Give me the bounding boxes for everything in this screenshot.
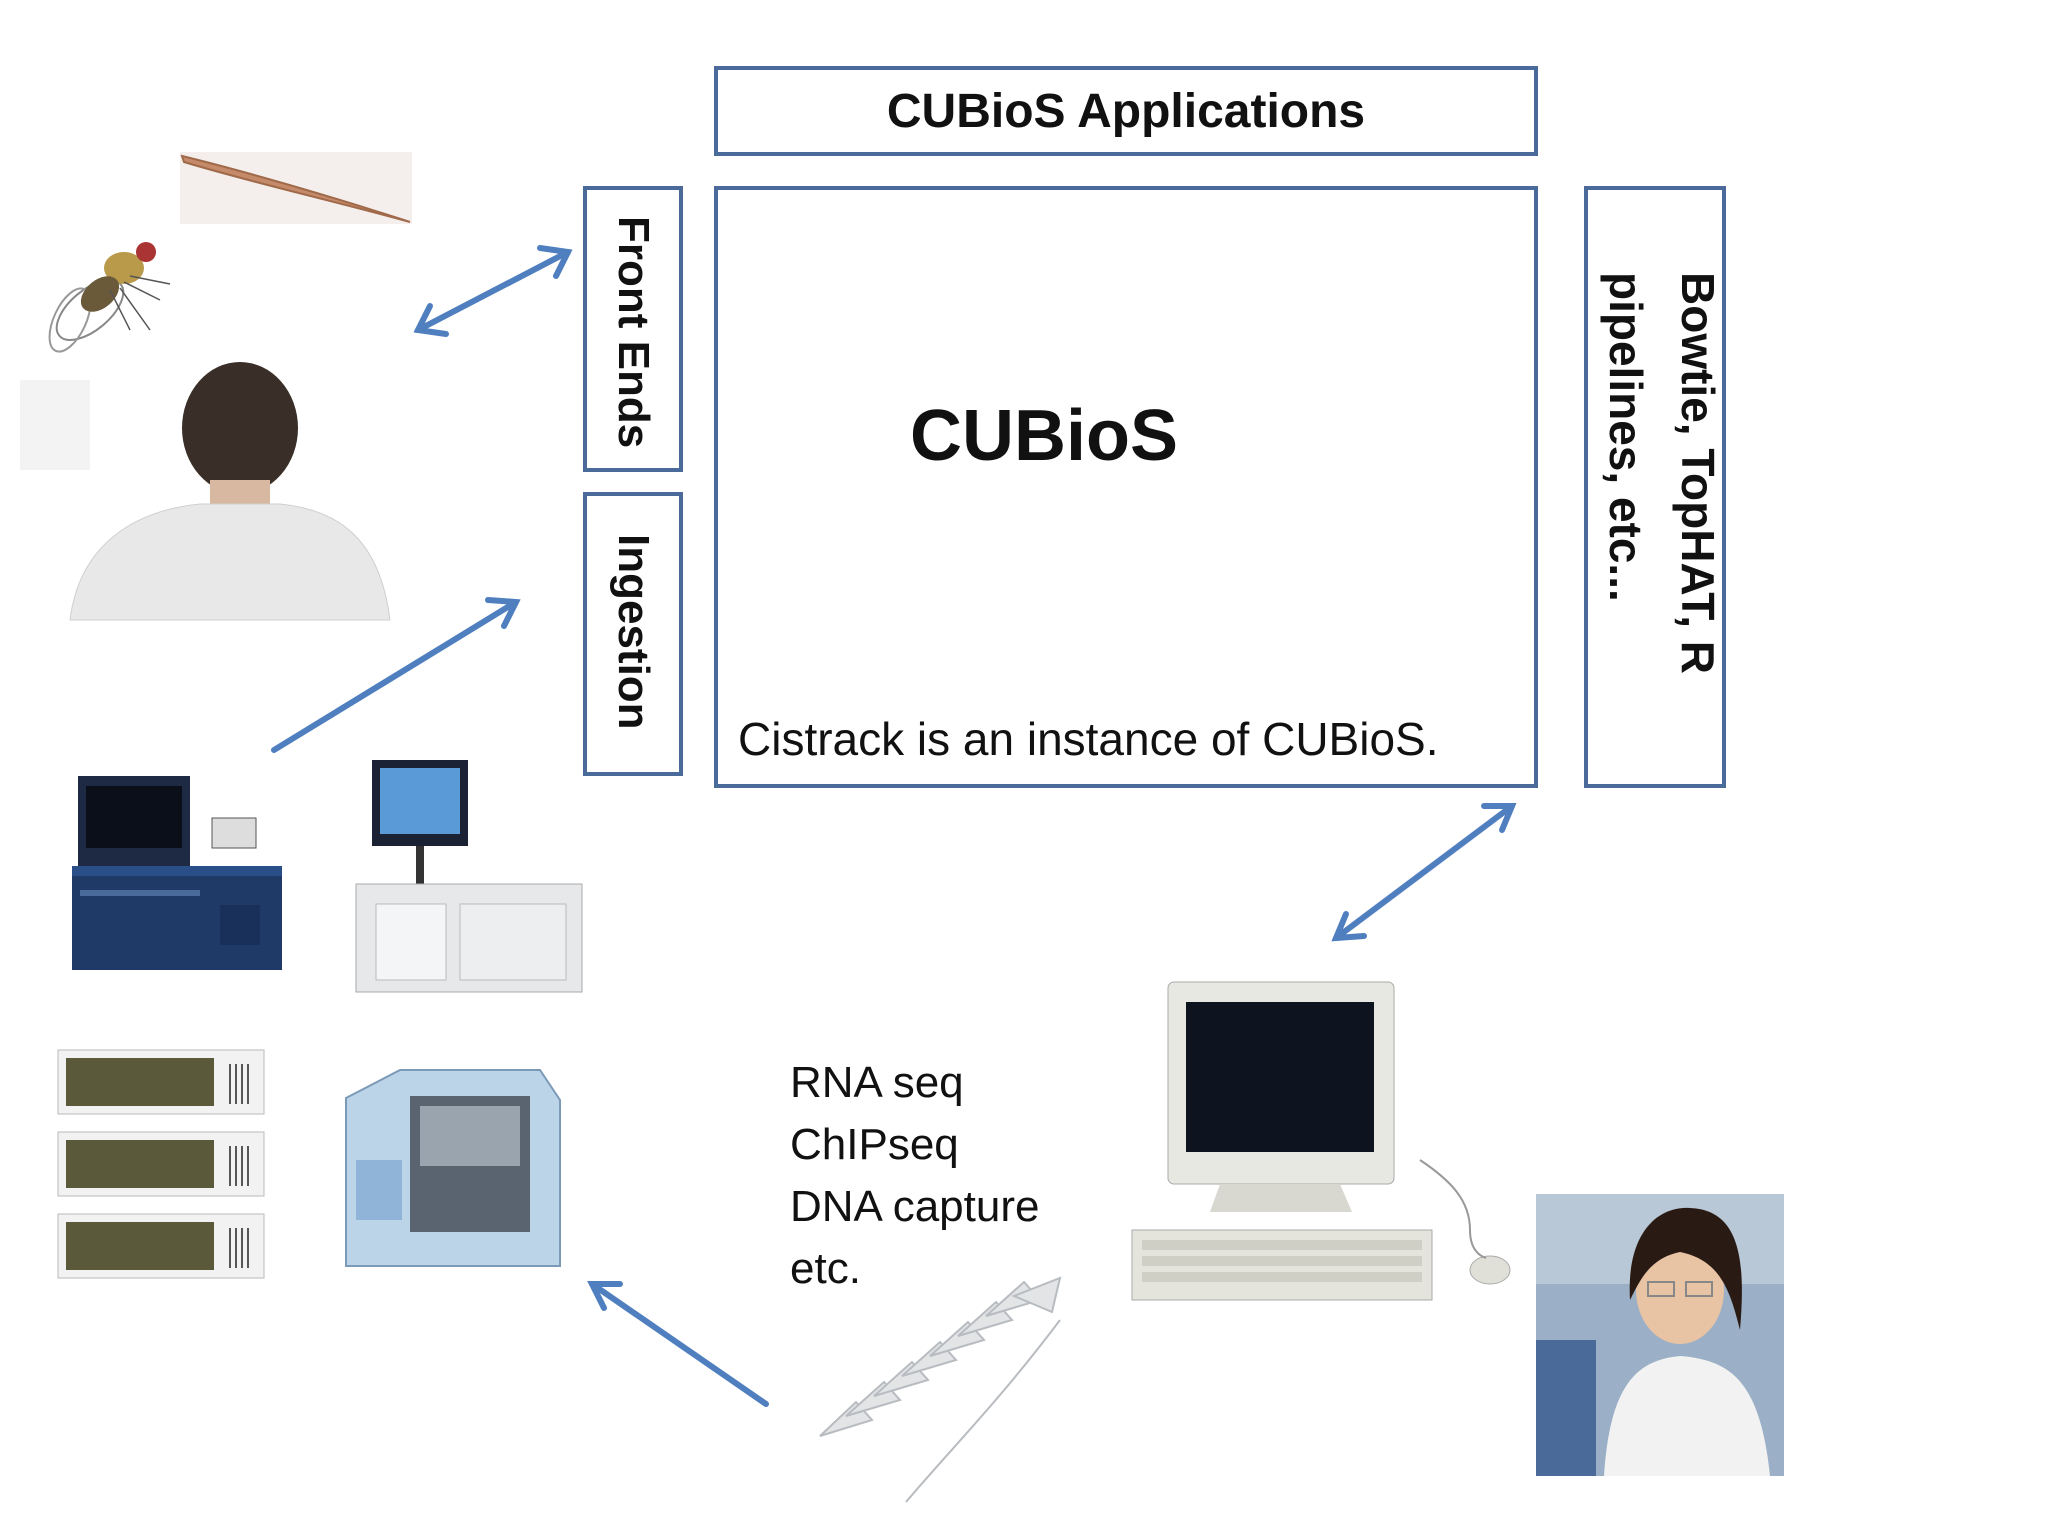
seq-type-item: ChIPseq	[790, 1120, 959, 1169]
front-ends-arrow	[413, 245, 573, 337]
instrument-image	[345, 1069, 561, 1267]
tools-label-line2: pipelines, etc...	[1600, 272, 1652, 602]
cubios-label: CUBioS	[910, 396, 1178, 476]
applications-box: CUBioS Applications	[714, 66, 1538, 156]
worm-image	[180, 152, 412, 224]
seq-type-item: RNA seq	[790, 1058, 964, 1107]
seq-type-item: DNA capture	[790, 1182, 1040, 1231]
tools-label-line1: Bowtie, TopHAT, R	[1672, 272, 1724, 675]
seq-type-item: etc.	[790, 1244, 861, 1293]
front-ends-label: Front Ends	[609, 216, 658, 449]
flowcell-image	[57, 1049, 265, 1279]
scientist-photo	[1536, 1194, 1784, 1476]
computer-arrow	[1331, 803, 1517, 942]
sample-arrow	[587, 1281, 769, 1407]
tubes-image	[819, 1276, 1062, 1503]
seq-types-list: RNA seq ChIPseq DNA capture etc.	[790, 1052, 1039, 1300]
ingestion-box	[583, 492, 683, 776]
front-ends-box	[583, 186, 683, 472]
cubios-box	[714, 186, 1538, 788]
ingestion-arrow	[271, 597, 521, 753]
computer-image	[1131, 981, 1511, 1301]
analyzer-image	[355, 760, 583, 993]
tools-label: Bowtie, TopHAT, R pipelines, etc...	[1590, 272, 1734, 674]
instance-label: Cistrack is an instance of CUBioS.	[738, 713, 1439, 765]
fly-image	[48, 242, 171, 353]
sequencer-image	[72, 776, 282, 970]
applications-label: CUBioS Applications	[886, 84, 1366, 138]
tools-box	[1584, 186, 1726, 788]
man-back-image	[20, 362, 391, 621]
ingestion-label: Ingestion	[609, 534, 658, 730]
